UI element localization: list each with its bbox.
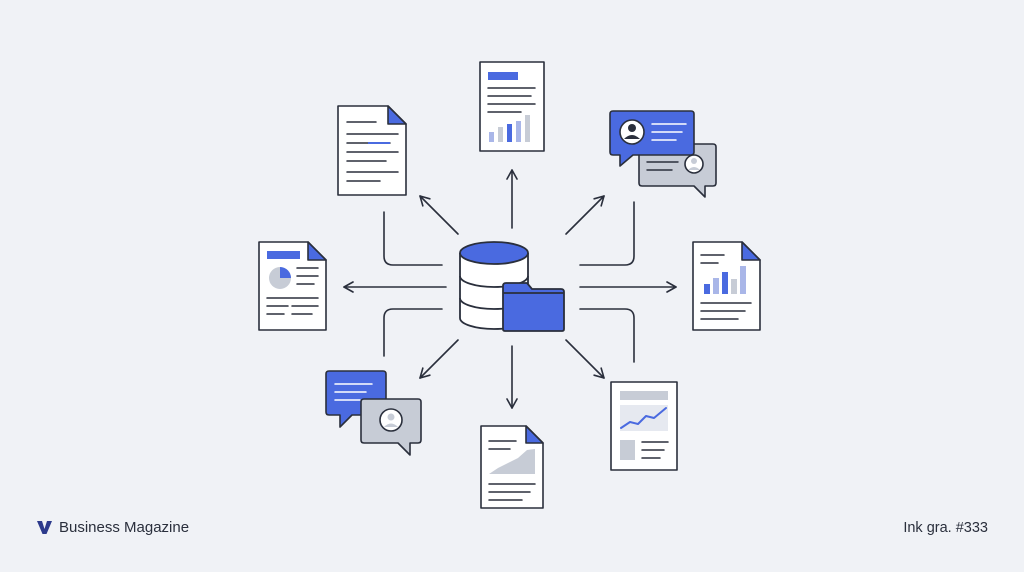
elbow-line-top-right: [579, 201, 635, 266]
arrow-up-left: [419, 195, 459, 235]
area-chart-document-icon: [480, 425, 544, 509]
folder-icon: [502, 282, 565, 332]
bar-chart-report-icon: [692, 241, 761, 331]
arrow-up-right: [565, 195, 605, 235]
line-chart-report-icon: [610, 381, 678, 471]
elbow-line-bottom-left: [383, 308, 443, 357]
brand: Business Magazine: [36, 519, 189, 536]
arrow-down-left: [419, 339, 459, 379]
connector-arrows: [343, 169, 677, 409]
chat-bubbles-icon: [609, 110, 717, 198]
report-document-icon: [337, 105, 407, 196]
arrow-down-right: [565, 339, 605, 379]
v-logo-icon: [37, 521, 52, 534]
pie-chart-document-icon: [258, 241, 327, 331]
image-credit: Ink gra. #333: [903, 520, 988, 536]
elbow-line-top-left: [383, 211, 443, 266]
brand-name: Business Magazine: [59, 519, 190, 536]
chat-bubbles-icon: [325, 370, 422, 456]
bar-chart-document-icon: [479, 61, 545, 152]
elbow-line-bottom-right: [579, 308, 635, 363]
